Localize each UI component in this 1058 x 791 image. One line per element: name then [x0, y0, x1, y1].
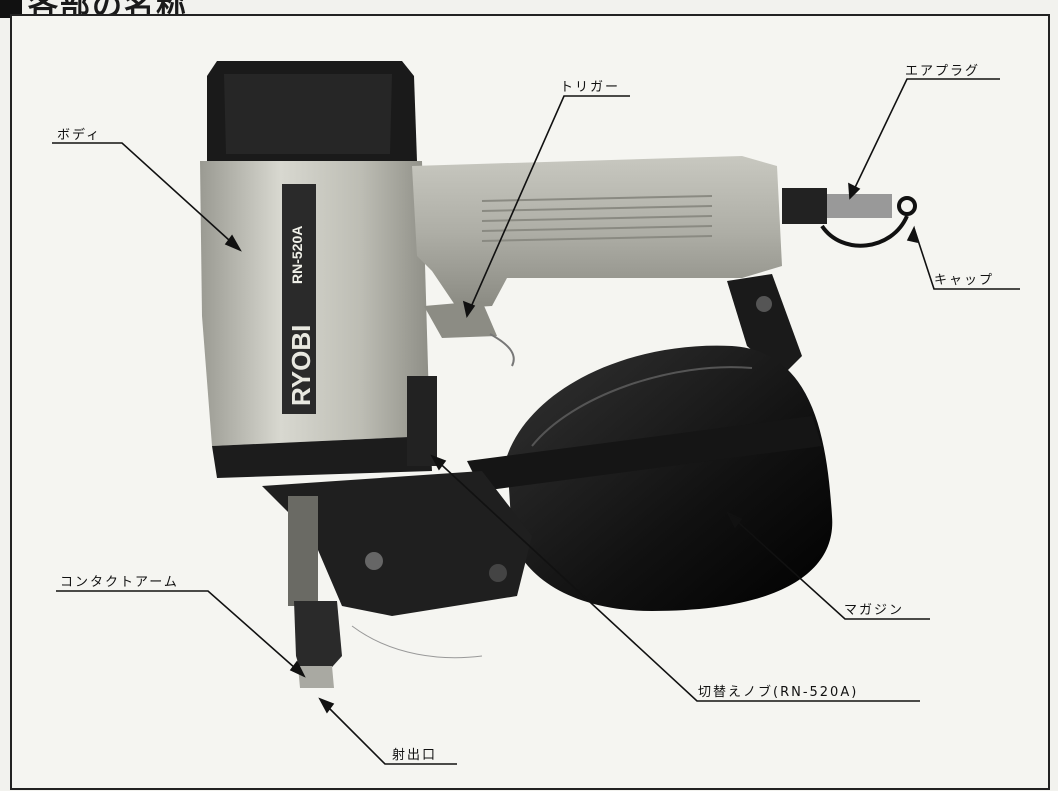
label-contact-arm: コンタクトアーム — [60, 575, 179, 590]
leader-cap — [913, 227, 1020, 290]
leader-contact-arm — [56, 590, 305, 677]
brand-text: RYOBI — [286, 325, 316, 406]
arrowhead-magazine — [726, 511, 743, 529]
model-text: RN-520A — [289, 226, 305, 284]
heading-bullet — [0, 0, 22, 18]
coil-nailer-photo: RYOBI RN-520A — [52, 61, 1020, 765]
arrowhead-trigger — [462, 300, 476, 318]
arrowhead-airplug — [848, 182, 861, 200]
leader-magazine — [727, 512, 930, 620]
label-trigger: トリガー — [560, 80, 621, 95]
arrowhead-nozzle — [318, 697, 335, 714]
leader-trigger — [466, 95, 630, 317]
leader-body — [52, 142, 241, 251]
arrowhead-body — [224, 234, 242, 252]
label-nozzle: 射出口 — [392, 748, 438, 763]
label-body: ボディ — [57, 128, 102, 143]
label-switch-knob: 切替えノブ(RN-520A) — [698, 685, 859, 700]
label-magazine: マガジン — [844, 603, 905, 618]
label-air-plug: エアプラグ — [905, 64, 981, 79]
arrowhead-cap — [906, 225, 919, 244]
arrowhead-switch-knob — [430, 454, 447, 471]
figure-frame: RYOBI RN-520A ボディ トリガー エアプラグ キャップ コンタクトア… — [10, 14, 1050, 790]
label-cap: キャップ — [934, 273, 995, 288]
leader-nozzle — [319, 698, 457, 765]
arrowhead-contact-arm — [289, 660, 306, 678]
leader-switch-knob — [431, 455, 920, 702]
leader-airplug — [849, 78, 1000, 199]
